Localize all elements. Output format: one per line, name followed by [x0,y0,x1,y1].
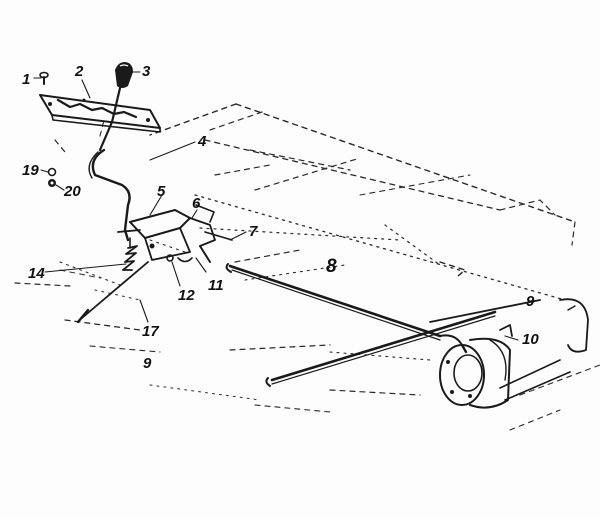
shift-rod [225,263,541,387]
callout-10: 10 [522,331,539,348]
callout-17: 17 [142,323,159,340]
callout-4: 4 [197,133,207,150]
lever-pivot-bracket [129,204,233,263]
callout-19: 19 [22,162,39,179]
shift-knob [115,62,133,88]
selector-link-rod [76,261,149,324]
callout-1: 1 [22,71,30,88]
gearbox-housing [439,298,600,431]
floor-pan-outline [14,103,576,413]
callout-11: 11 [208,277,224,294]
callout-7: 7 [249,223,258,240]
callout-14: 14 [28,265,45,282]
return-spring [122,237,138,271]
gear-lever [88,86,141,242]
callout-labels: 1 2 3 4 5 6 7 8 9 9 10 11 12 14 17 19 20 [22,63,539,372]
shift-gate-plate [39,94,161,133]
screw-part [39,71,49,85]
callout-8: 8 [326,256,337,277]
leader-lines [33,71,519,341]
callout-9-right: 9 [526,293,535,310]
callout-6: 6 [192,195,201,212]
callout-12: 12 [178,287,195,304]
callout-3: 3 [142,63,151,80]
callout-20: 20 [63,183,81,200]
callout-2: 2 [74,63,84,80]
callout-9-left: 9 [143,355,152,372]
washer-and-nut [47,167,57,187]
callout-5: 5 [157,183,166,200]
